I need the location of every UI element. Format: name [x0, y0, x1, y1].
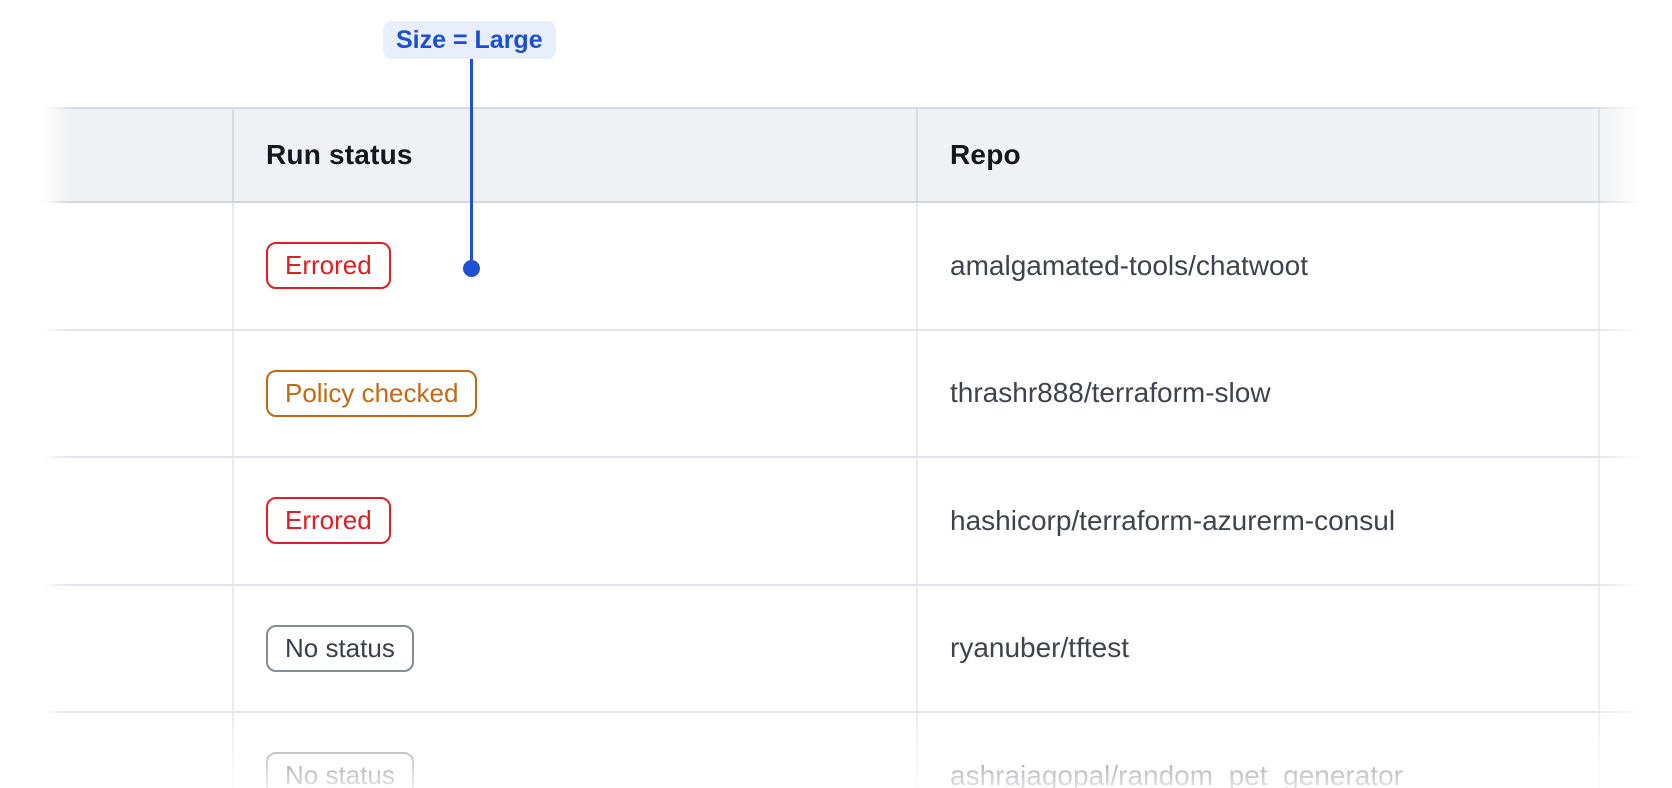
run-status-badge: No status: [266, 624, 414, 672]
header-cell-trailing: [1598, 109, 1672, 201]
row-cell-repo: amalgamated-tools/chatwoot: [916, 203, 1598, 329]
row-cell-leading: [0, 586, 232, 712]
repo-name: ashrajagopal/random_pet_generator: [950, 759, 1403, 788]
size-annotation-label: Size = Large: [383, 21, 556, 59]
repo-name: thrashr888/terraform-slow: [950, 377, 1271, 409]
table-row[interactable]: No status ryanuber/tftest: [0, 585, 1672, 713]
row-cell-trailing: [1598, 585, 1672, 711]
table-row[interactable]: Policy checked thrashr888/terraform-slow: [0, 330, 1672, 458]
repo-column-header: Repo: [950, 139, 1021, 170]
annotation-connector-line: [470, 59, 473, 268]
repo-name: amalgamated-tools/chatwoot: [950, 249, 1308, 281]
row-cell-run-status: Errored: [232, 458, 916, 584]
table-row[interactable]: Errored hashicorp/terraform-azurerm-cons…: [0, 458, 1672, 586]
row-cell-trailing: [1598, 203, 1672, 329]
table-header-row: Run status Repo: [0, 107, 1672, 203]
row-cell-repo: hashicorp/terraform-azurerm-consul: [916, 458, 1598, 584]
row-cell-run-status: No status: [232, 585, 916, 711]
row-cell-trailing: [1598, 458, 1672, 584]
header-cell-repo: Repo: [916, 109, 1598, 201]
row-cell-leading: [0, 458, 232, 584]
row-cell-repo: ashrajagopal/random_pet_generator: [916, 713, 1598, 788]
header-cell-run-status: Run status: [232, 109, 916, 201]
table-row[interactable]: No status ashrajagopal/random_pet_genera…: [0, 713, 1672, 788]
header-cell-leading: [0, 109, 232, 201]
runs-table: Run status Repo Errored amalgamated-tool…: [0, 107, 1672, 788]
run-status-column-header: Run status: [266, 139, 413, 170]
repo-name: hashicorp/terraform-azurerm-consul: [950, 504, 1396, 536]
annotation-pointer-dot: [463, 260, 480, 277]
row-cell-repo: thrashr888/terraform-slow: [916, 330, 1598, 456]
repo-name: ryanuber/tftest: [950, 632, 1129, 664]
run-status-badge: No status: [266, 752, 414, 788]
table-body: Errored amalgamated-tools/chatwoot Polic…: [0, 203, 1672, 788]
row-cell-leading: [0, 203, 232, 329]
row-cell-run-status: Policy checked: [232, 330, 916, 456]
run-status-badge: Errored: [266, 497, 391, 545]
row-cell-leading: [0, 331, 232, 457]
table-row[interactable]: Errored amalgamated-tools/chatwoot: [0, 203, 1672, 331]
row-cell-run-status: No status: [232, 713, 916, 788]
row-cell-trailing: [1598, 713, 1672, 788]
row-cell-repo: ryanuber/tftest: [916, 585, 1598, 711]
row-cell-trailing: [1598, 330, 1672, 456]
row-cell-run-status: Errored: [232, 203, 916, 329]
row-cell-leading: [0, 713, 232, 788]
run-status-badge: Errored: [266, 242, 391, 290]
run-status-badge: Policy checked: [266, 369, 478, 417]
